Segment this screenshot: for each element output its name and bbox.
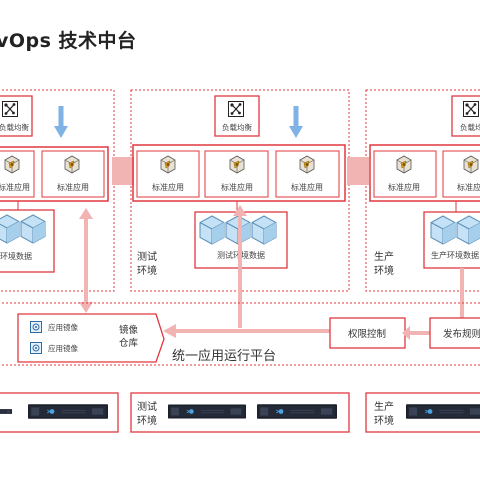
cube-icon (456, 215, 480, 245)
lb-label-left: 负载均衡 (0, 122, 29, 132)
connector-test-arrow-up (233, 205, 247, 216)
data-label-left: 环境数据 (0, 251, 32, 261)
app-label-left-2: 标准应用 (57, 182, 89, 192)
release-rules-label: 发布规则 (443, 328, 480, 340)
app-icon (160, 155, 176, 174)
image-item-1: 应用镜像 (48, 322, 78, 332)
image-icon (30, 321, 42, 333)
app-icon (64, 155, 80, 174)
env-name-test-1: 测试 (137, 250, 157, 263)
server-env-prod-2: 环境 (374, 414, 394, 427)
app-label-test-2: 标准应用 (221, 182, 253, 192)
app-icon (299, 155, 315, 174)
load-balancer-icon (2, 101, 18, 117)
app-icon (396, 155, 412, 174)
app-label-prod-2: 标准应用 (457, 182, 480, 192)
server-icon (0, 408, 12, 415)
cube-icon (20, 214, 46, 244)
app-group-test (132, 144, 346, 202)
lb-label-test: 负载均衡 (222, 122, 252, 132)
registry-label-1: 镜像 (119, 324, 139, 336)
access-control-label: 权限控制 (348, 328, 386, 340)
connector-left-arrow-up (79, 208, 93, 219)
registry-label-2: 仓库 (119, 337, 139, 349)
env-name-test-2: 环境 (137, 264, 157, 277)
app-label-test-3: 标准应用 (291, 182, 323, 192)
image-icon (30, 342, 42, 354)
server-icon (168, 404, 246, 419)
cube-icon (430, 215, 456, 245)
connector-registry-arrow (163, 324, 176, 338)
server-box-prod (365, 392, 480, 433)
server-box-left (0, 392, 119, 433)
platform-container (0, 302, 480, 366)
connector-test-prod (347, 157, 369, 185)
image-item-2: 应用镜像 (48, 343, 78, 353)
env-container-left (0, 89, 115, 292)
server-env-test-1: 测试 (137, 400, 157, 413)
server-env-prod-1: 生产 (374, 400, 394, 413)
cube-icon (251, 215, 277, 245)
down-arrow-test-head (289, 126, 303, 138)
load-balancer-icon (228, 101, 244, 117)
server-env-test-2: 环境 (137, 414, 157, 427)
app-label-prod-1: 标准应用 (388, 182, 420, 192)
app-group-prod (369, 144, 480, 202)
server-box-test (130, 392, 350, 433)
app-label-left-1: 标准应用 (0, 182, 30, 192)
cube-icon (199, 215, 225, 245)
env-container-prod (365, 89, 480, 292)
access-control-box (329, 317, 406, 349)
platform-name: 统一应用运行平台 (172, 348, 276, 364)
data-label-prod: 生产环境数据 (431, 250, 479, 260)
connector-left-test (112, 157, 134, 185)
app-label-test-1: 标准应用 (152, 182, 184, 192)
server-icon (257, 403, 337, 420)
app-icon (4, 155, 20, 174)
connector-left-arrow-down (79, 302, 93, 313)
env-name-prod-2: 环境 (374, 264, 394, 277)
app-group-left (0, 146, 109, 202)
release-rules-box (429, 317, 480, 349)
server-icon (28, 403, 108, 420)
app-icon (229, 155, 245, 174)
image-registry-box (17, 313, 165, 363)
connector-access-arrow (402, 326, 410, 340)
app-icon (463, 155, 479, 174)
down-arrow-left-head (54, 126, 68, 138)
lb-label-prod: 负载均衡 (460, 122, 480, 132)
server-icon (406, 403, 480, 420)
load-balancer-icon (463, 101, 479, 117)
page-title: vOps 技术中台 (0, 30, 137, 52)
env-name-prod-1: 生产 (374, 250, 394, 263)
